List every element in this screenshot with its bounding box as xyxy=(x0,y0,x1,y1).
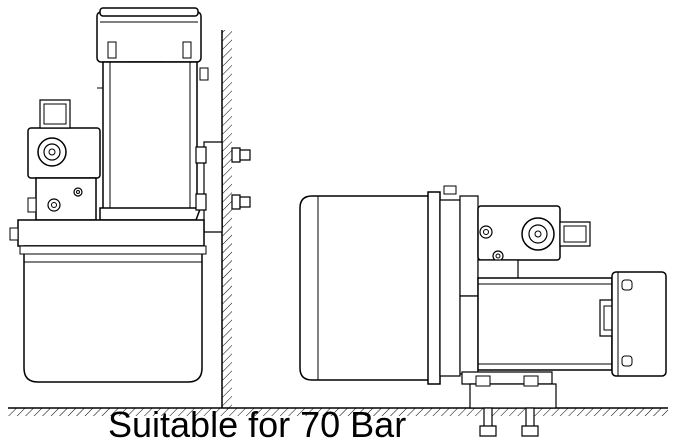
tank-plate xyxy=(18,220,204,246)
floor-bolts xyxy=(480,408,538,436)
horizontal-mount-view xyxy=(300,186,666,436)
wall-bolts xyxy=(196,147,250,210)
oil-tank xyxy=(24,246,202,382)
motor-body-horizontal xyxy=(478,278,612,370)
motor-flange xyxy=(100,208,200,220)
vertical-mount-view xyxy=(10,8,250,382)
tank-flange xyxy=(428,192,440,384)
oil-tank-horizontal xyxy=(300,196,430,380)
manifold-block xyxy=(36,178,96,220)
ground-floor xyxy=(8,408,668,416)
mounting-wall xyxy=(222,30,232,410)
motor-fan-cover-horizontal xyxy=(612,272,666,376)
caption-text: Suitable for 70 Bar xyxy=(108,404,407,445)
motor-body xyxy=(103,62,197,210)
